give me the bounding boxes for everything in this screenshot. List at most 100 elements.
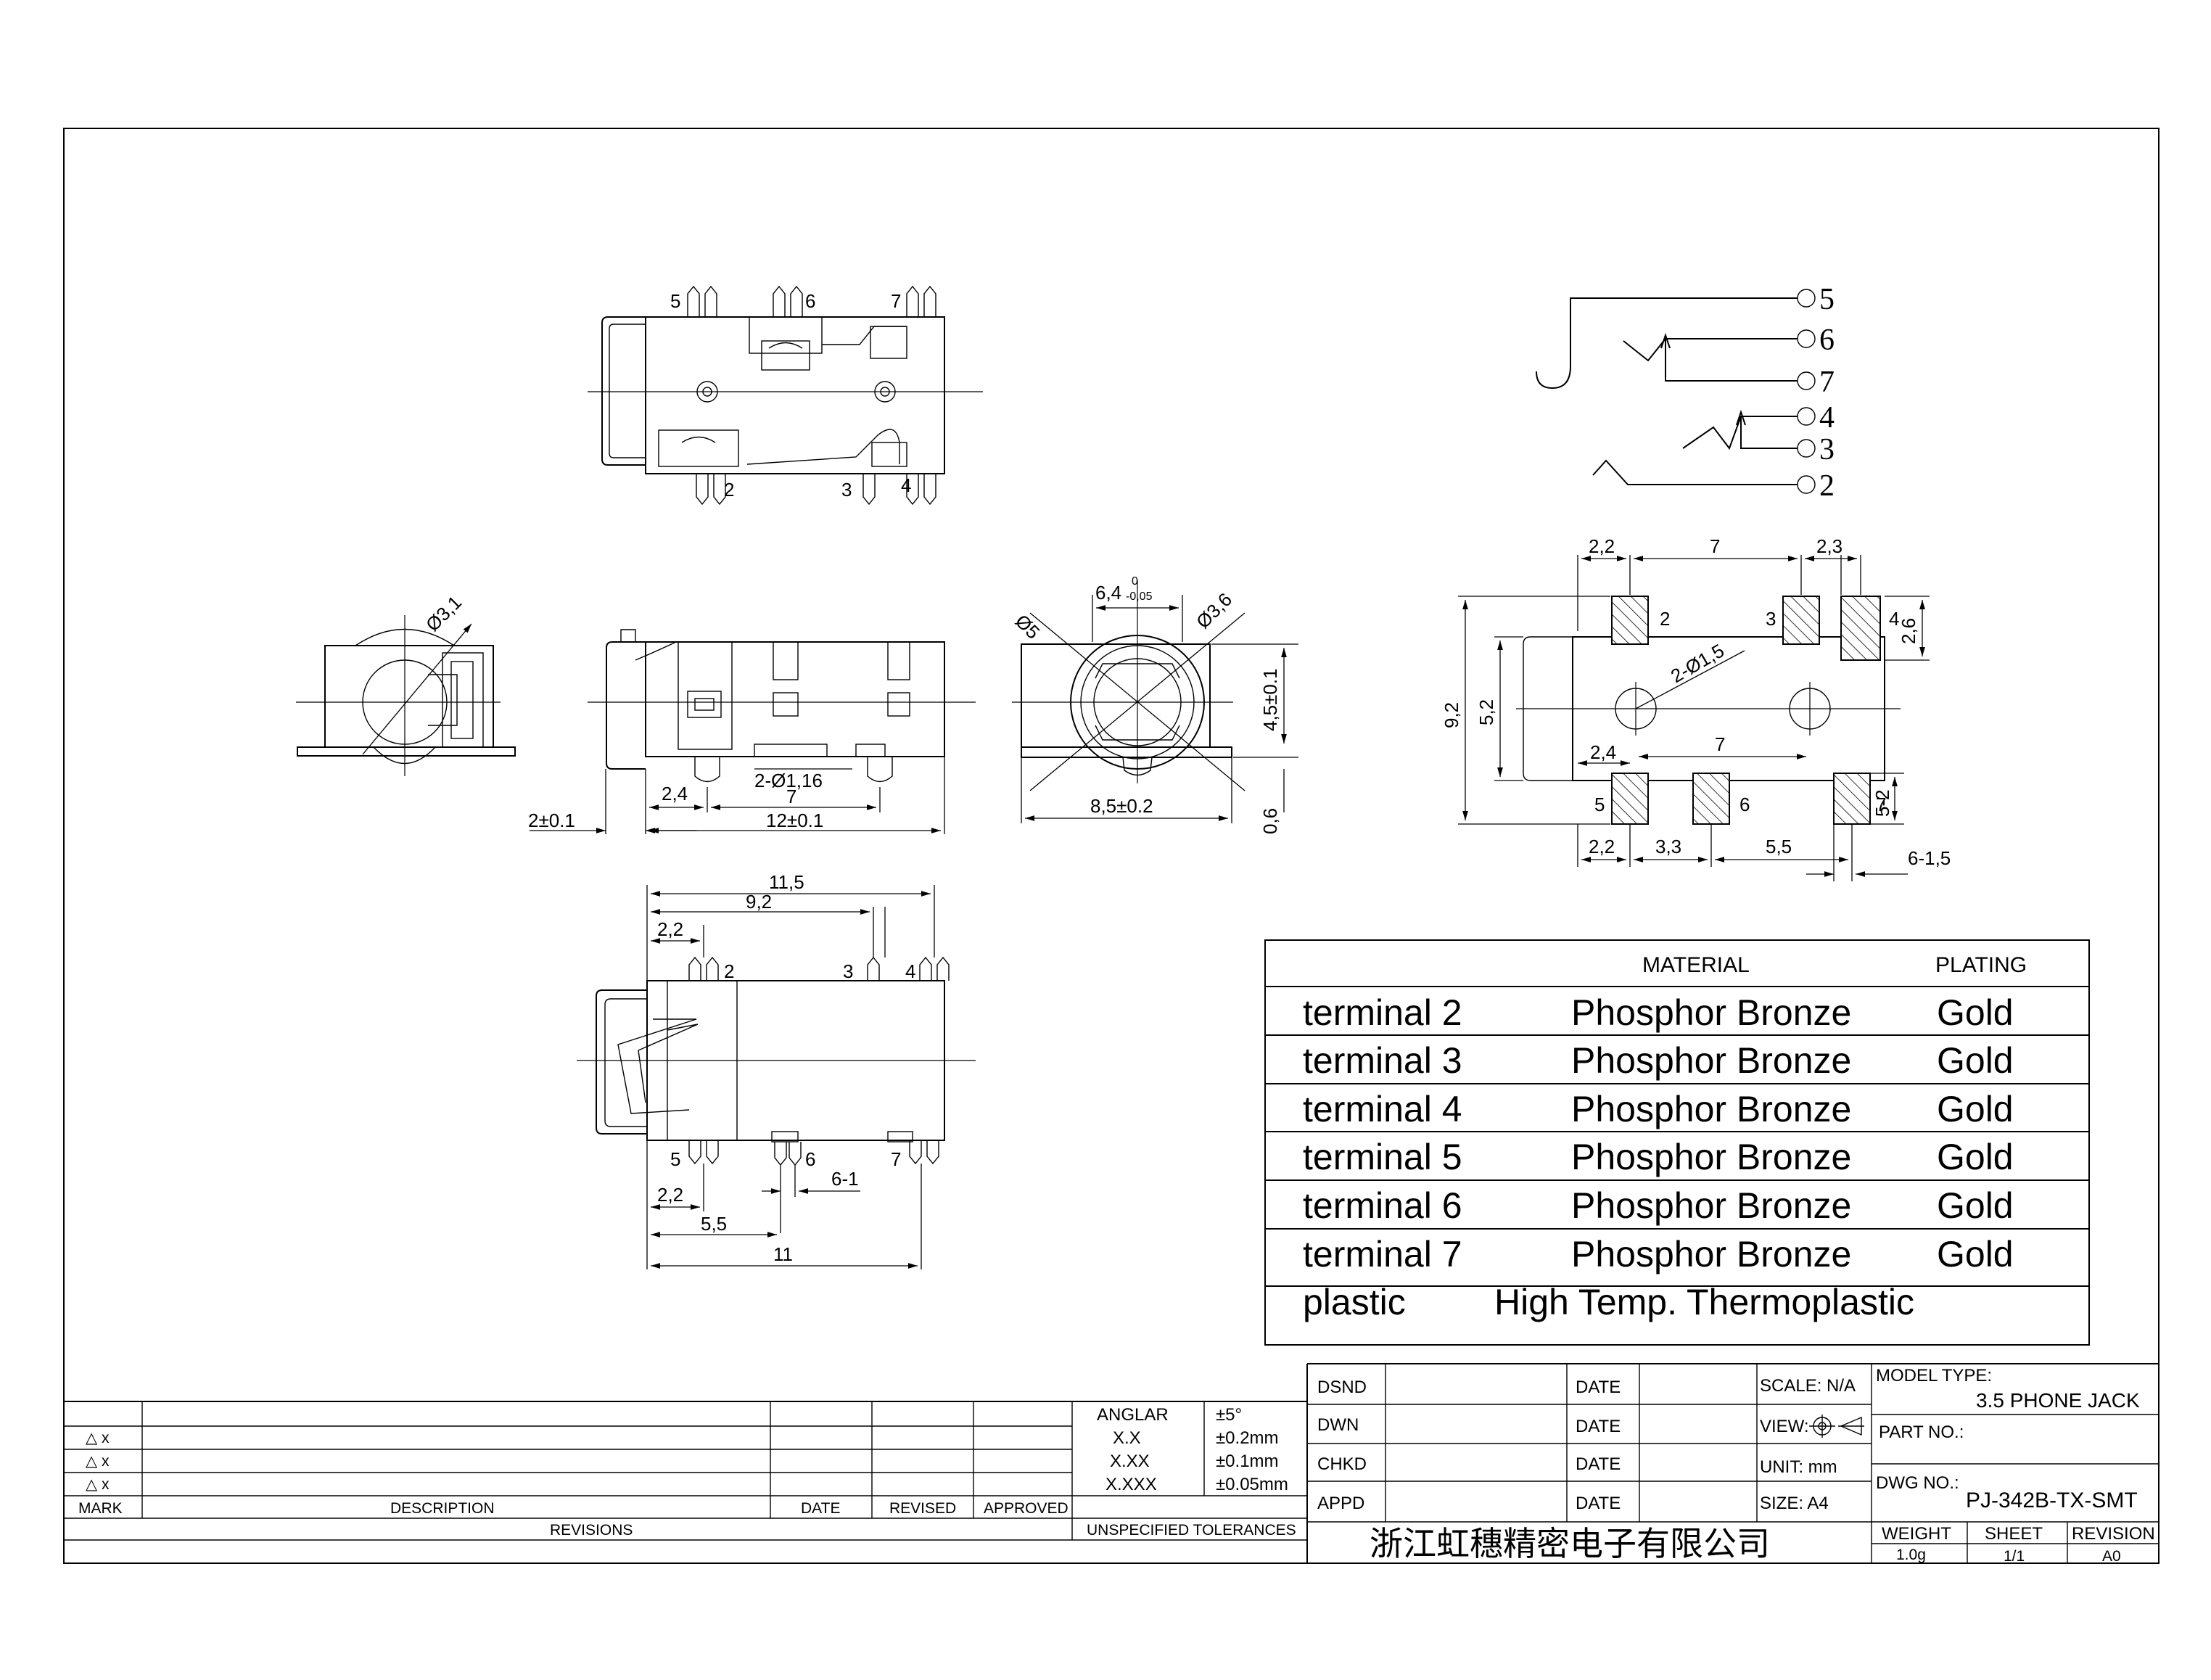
revisions-footer: REVISIONS: [550, 1522, 633, 1539]
dim-pcb-9-2: 9,2: [1441, 702, 1462, 728]
bottom-pin-7: 7: [891, 1148, 901, 1170]
row-1-part: terminal 2: [1303, 992, 1462, 1033]
revision-value: A0: [2102, 1548, 2121, 1565]
col-mark: MARK: [78, 1500, 123, 1517]
dwg-no-label: DWG NO.:: [1876, 1473, 1959, 1493]
tol-label-2: X.X: [1113, 1428, 1141, 1448]
bottom-pin-3: 3: [843, 960, 853, 982]
sheet-label: SHEET: [1985, 1524, 2043, 1544]
top-view: 5 6 7 2 3 4: [588, 285, 983, 506]
row-3-plating: Gold: [1937, 1089, 2014, 1129]
dim-bottom-5-5: 5,5: [701, 1213, 727, 1235]
pad-2: 2: [1660, 608, 1670, 630]
dim-front-12: 12±0.1: [766, 810, 823, 831]
bottom-pin-6: 6: [805, 1148, 815, 1170]
dim-bottom-11-5: 11,5: [769, 871, 804, 893]
row-3-part: terminal 4: [1303, 1089, 1462, 1129]
row-6-plating: Gold: [1937, 1234, 2014, 1275]
dim-pcb-7-mid: 7: [1715, 733, 1725, 755]
schematic-pin-5: 5: [1819, 283, 1835, 316]
dim-end-6-4-tol-lower: -0,05: [1126, 590, 1153, 603]
dim-bottom-9-2-top: 9,2: [746, 891, 772, 913]
row-2-plating: Gold: [1937, 1040, 2014, 1081]
plastic-material: High Temp. Thermoplastic: [1494, 1282, 1914, 1322]
dim-end-6-4: 6,4: [1095, 582, 1121, 604]
bottom-pin-4: 4: [905, 960, 915, 982]
pad-3: 3: [1766, 608, 1776, 630]
dim-front-hole: 2-Ø1,16: [754, 770, 823, 791]
drawing-border: [63, 128, 2159, 1564]
dim-pcb-5-5: 5,5: [1766, 836, 1792, 857]
row-2-material: Phosphor Bronze: [1571, 1040, 1851, 1081]
dim-side-dia: Ø3,1: [421, 591, 466, 635]
dim-end-6-4-tol-upper: 0: [1132, 575, 1138, 588]
rev-mark-1: △ x: [86, 1430, 110, 1446]
dim-bottom-6-1: 6-1: [831, 1168, 859, 1190]
row-4-part: terminal 5: [1303, 1137, 1462, 1177]
row-6-material: Phosphor Bronze: [1571, 1234, 1851, 1275]
dim-pcb-2-2-top: 2,2: [1589, 535, 1615, 557]
dim-end-d5: Ø5: [1011, 610, 1045, 643]
dim-pcb-5-2-right: 5-2: [1872, 789, 1893, 817]
dim-pcb-2-2-bottom: 2,2: [1589, 836, 1615, 857]
schematic-pin-3: 3: [1819, 433, 1835, 466]
plastic-label: plastic: [1303, 1282, 1406, 1322]
schematic-pin-4: 4: [1819, 401, 1835, 435]
schematic-pin-7: 7: [1819, 366, 1835, 399]
weight-label: WEIGHT: [1882, 1524, 1951, 1544]
row-4-plating: Gold: [1937, 1137, 2014, 1177]
signoff-dwn: DWN: [1317, 1415, 1359, 1435]
col-revised: REVISED: [889, 1500, 956, 1517]
signoff-dsnd: DSND: [1317, 1378, 1367, 1397]
signoff-appd: APPD: [1317, 1494, 1364, 1513]
row-4-material: Phosphor Bronze: [1571, 1137, 1851, 1177]
top-pin-4: 4: [901, 474, 911, 496]
weight-value: 1.0g: [1896, 1547, 1926, 1563]
top-pin-2: 2: [724, 479, 734, 501]
front-view: 2-Ø1,16 2,4 7 12±0.1 2±0.1: [528, 629, 976, 834]
projection-symbol-icon: [1809, 1415, 1864, 1438]
revision-label: REVISION: [2072, 1524, 2155, 1544]
pcb-layout: 2 3 4 5 6 7 2,2 7 2,3 2,6 2-Ø1,5 9,2 5,2: [1441, 535, 1951, 881]
row-1-material: Phosphor Bronze: [1571, 992, 1851, 1033]
dim-pcb-2-3: 2,3: [1816, 535, 1842, 557]
col-approved: APPROVED: [984, 1500, 1069, 1517]
tolerances-footer: UNSPECIFIED TOLERANCES: [1087, 1522, 1296, 1539]
row-3-material: Phosphor Bronze: [1571, 1089, 1851, 1129]
side-view: Ø3,1: [296, 591, 516, 776]
model-type-label: MODEL TYPE:: [1876, 1366, 1992, 1385]
dim-front-2: 2±0.1: [528, 810, 575, 831]
dim-pcb-6-1-5: 6-1,5: [1908, 847, 1951, 869]
dim-bottom-11: 11: [773, 1243, 793, 1265]
part-no-label: PART NO.:: [1879, 1422, 1964, 1442]
dim-pcb-2-4: 2,4: [1590, 741, 1616, 763]
tol-label-1: ANGLAR: [1097, 1405, 1169, 1425]
pad-5: 5: [1594, 794, 1605, 815]
signoff-date-2: DATE: [1576, 1417, 1621, 1436]
col-description: DESCRIPTION: [390, 1500, 495, 1517]
schematic-pin-6: 6: [1819, 324, 1835, 357]
dim-pcb-5-2: 5,2: [1475, 699, 1497, 725]
signoff-date-1: DATE: [1576, 1378, 1621, 1397]
tol-value-3: ±0.1mm: [1216, 1452, 1279, 1471]
row-5-part: terminal 6: [1303, 1185, 1462, 1226]
view-label: VIEW:: [1760, 1417, 1809, 1436]
col-date: DATE: [801, 1500, 840, 1517]
rev-mark-2: △ x: [86, 1453, 110, 1470]
schematic-pin-2: 2: [1819, 469, 1835, 503]
signoff-date-4: DATE: [1576, 1494, 1621, 1513]
dim-end-0-6: 0,6: [1259, 808, 1281, 834]
dim-bottom-2-2-bottom: 2,2: [657, 1184, 683, 1206]
row-2-part: terminal 3: [1303, 1040, 1462, 1081]
company-name: 浙江虹穗精密电子有限公司: [1370, 1525, 1770, 1562]
pad-7: 7: [1876, 794, 1886, 815]
row-1-plating: Gold: [1937, 992, 2014, 1033]
material-header: MATERIAL: [1642, 953, 1750, 977]
end-view: 6,4 0 -0,05 Ø5 Ø3,6 4,5±0.1 0,6 8,5±0.2: [1011, 575, 1298, 834]
signoff-chkd: CHKD: [1317, 1454, 1367, 1474]
bottom-pin-5: 5: [670, 1148, 680, 1170]
signoff-date-3: DATE: [1576, 1454, 1621, 1474]
size-label: SIZE: A4: [1760, 1494, 1829, 1513]
dim-pcb-3-3: 3,3: [1655, 836, 1681, 857]
